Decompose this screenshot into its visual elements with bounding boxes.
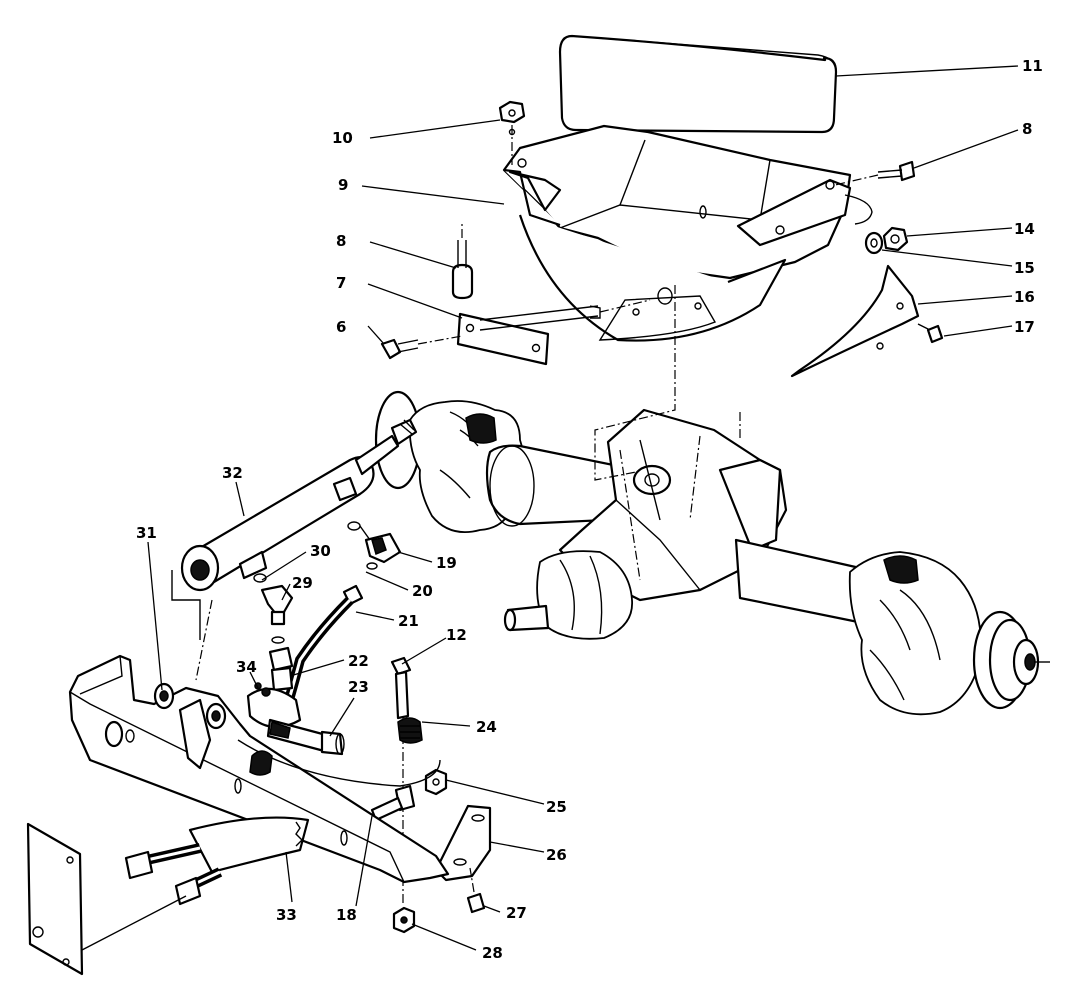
callout-23: 23 [348, 678, 369, 696]
washer-part-15 [864, 231, 884, 255]
callout-31: 31 [136, 524, 157, 542]
bolt-part-8-right [834, 160, 916, 186]
callout-32: 32 [222, 464, 243, 482]
callout-18: 18 [336, 906, 357, 924]
callout-22: 22 [348, 652, 369, 670]
rear-axle-assembly [374, 390, 1050, 716]
callout-9: 9 [338, 176, 348, 194]
screw-part-17 [917, 323, 944, 344]
callout-8-upper: 8 [1022, 120, 1032, 138]
elbow-fitting-part-29 [260, 584, 294, 644]
callout-15: 15 [1014, 259, 1035, 277]
callout-12: 12 [446, 626, 467, 644]
leader-lines [147, 65, 1019, 951]
seat-cushion-part [558, 34, 838, 134]
callout-17: 17 [1014, 318, 1035, 336]
cover-plate [26, 822, 187, 976]
bolt-part-8-left [451, 222, 474, 300]
callout-11: 11 [1022, 57, 1043, 75]
callout-28: 28 [482, 944, 503, 962]
callout-25: 25 [546, 798, 567, 816]
hydraulic-cylinder-part-32 [171, 418, 418, 681]
callout-26: 26 [546, 846, 567, 864]
nut-part-10 [498, 100, 526, 165]
nut-part-14 [882, 226, 909, 252]
callout-16: 16 [1014, 288, 1035, 306]
hose-fitting-part-22 [268, 646, 294, 692]
callout-19: 19 [436, 554, 457, 572]
callout-10: 10 [332, 129, 353, 147]
nut-part-25 [424, 768, 448, 796]
bolt-part-18 [370, 784, 416, 822]
bracket-plate-part-7 [456, 299, 651, 366]
callout-6: 6 [336, 318, 346, 336]
callout-8-left: 8 [336, 232, 346, 250]
callout-24: 24 [476, 718, 497, 736]
spring-part-24 [397, 717, 423, 744]
callout-34: 34 [236, 658, 257, 676]
seat-pan-part [502, 124, 873, 342]
elbow-fitting-part-19 [359, 525, 402, 564]
callout-14: 14 [1014, 220, 1035, 238]
valve-bracket-part-34 [246, 682, 302, 729]
frame-rail [68, 654, 450, 884]
callout-33: 33 [276, 906, 297, 924]
callout-7: 7 [336, 274, 346, 292]
callout-27: 27 [506, 904, 527, 922]
callout-30: 30 [310, 542, 331, 560]
callout-29: 29 [292, 574, 313, 592]
hose-bundle-part-33 [124, 816, 310, 906]
bolt-part-12 [390, 656, 412, 850]
callout-labels: 11 10 8 9 14 15 8 16 7 17 6 32 31 19 30 … [136, 57, 1043, 962]
screw-part-27 [466, 867, 486, 914]
bolt-part-23 [266, 718, 345, 756]
callout-20: 20 [412, 582, 433, 600]
mount-bracket-part-26 [434, 804, 492, 882]
side-shield-part-16 [790, 264, 920, 378]
callout-21: 21 [398, 612, 419, 630]
assembly-line-seat [594, 285, 676, 481]
bolt-part-6 [380, 335, 463, 360]
